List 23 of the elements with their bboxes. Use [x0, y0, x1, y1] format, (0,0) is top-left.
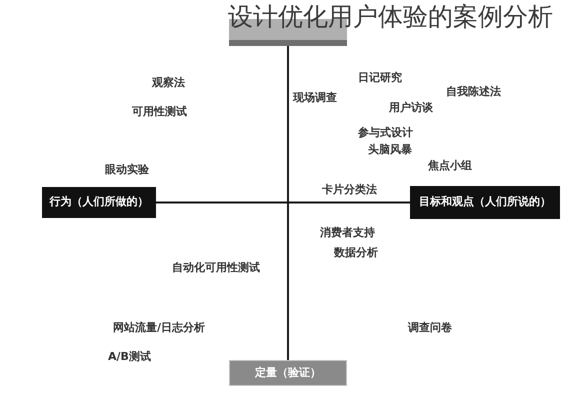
method-label: 眼动实验 — [105, 164, 149, 175]
title: 设计优化用户体验的案例分析 — [228, 4, 553, 29]
method-label: 现场调查 — [293, 92, 337, 103]
method-label: 参与式设计 — [358, 127, 413, 138]
category-box: 行为（人们所做的） — [42, 187, 156, 218]
axis-line — [287, 46, 289, 360]
method-label: 调查问卷 — [408, 322, 452, 333]
method-label: 头脑风暴 — [368, 144, 412, 155]
axis-line — [156, 202, 410, 204]
category-box: 目标和观点（人们所说的） — [410, 186, 560, 219]
method-label: 卡片分类法 — [322, 184, 377, 195]
method-label: 数据分析 — [334, 247, 378, 258]
method-label: 网站流量/日志分析 — [113, 322, 206, 333]
method-label: 焦点小组 — [428, 160, 472, 171]
method-label: 日记研究 — [358, 72, 402, 83]
method-label: 自我陈述法 — [446, 86, 501, 97]
method-label: 消费者支持 — [320, 227, 375, 238]
method-label: 自动化可用性测试 — [172, 262, 260, 273]
method-label: 观察法 — [152, 77, 185, 88]
method-label: 用户访谈 — [389, 102, 433, 113]
method-label: A/B测试 — [108, 351, 151, 362]
method-label: 可用性测试 — [132, 106, 187, 117]
category-box: 定量（验证） — [229, 360, 347, 386]
